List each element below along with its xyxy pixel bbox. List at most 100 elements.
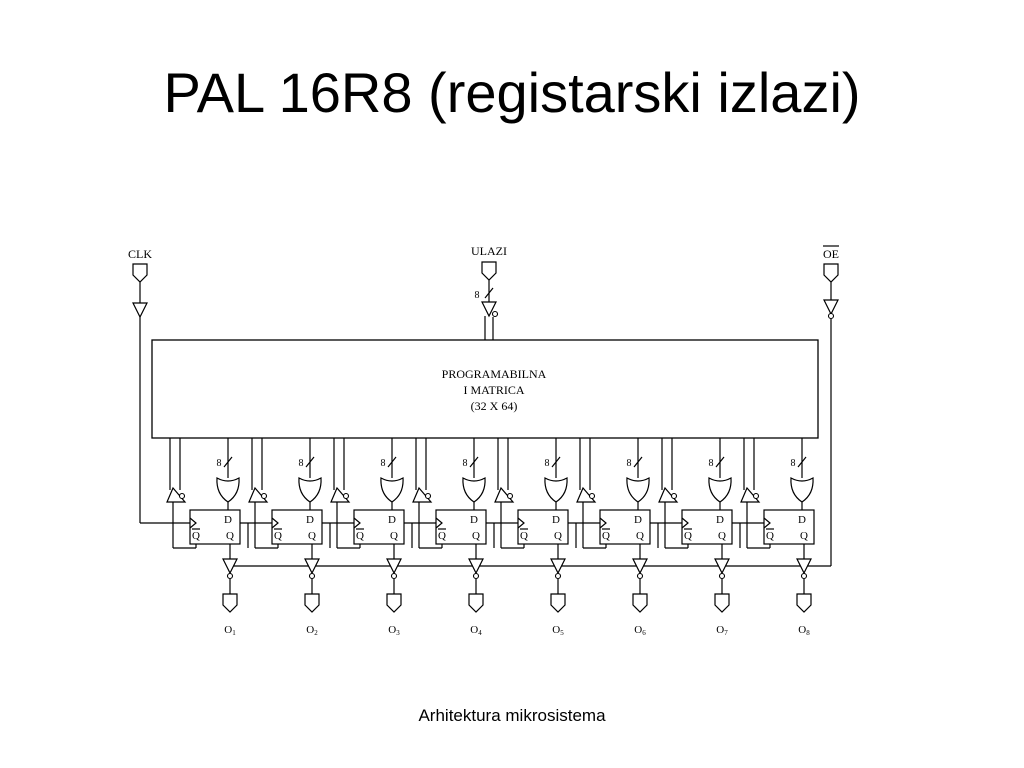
feedback-inverter-bubble xyxy=(506,492,514,500)
ulazi-label: ULAZI xyxy=(471,244,507,258)
output-label-7: O7 xyxy=(716,624,728,637)
output-inverter-bubble xyxy=(636,572,644,580)
or-bus-width-label: 8 xyxy=(381,458,386,469)
clk-label: CLK xyxy=(128,247,152,261)
clock-edge-indicator xyxy=(763,517,771,529)
and-matrix-box xyxy=(151,339,819,439)
or-gate xyxy=(462,477,486,503)
output-pin xyxy=(468,593,484,613)
flipflop-qbar-label: Q xyxy=(766,530,774,542)
d-flipflop xyxy=(189,509,241,545)
output-inverter-bubble xyxy=(390,572,398,580)
flipflop-d-label: D xyxy=(716,514,724,526)
feedback-inverter-bubble xyxy=(752,492,760,500)
output-label-1: O1 xyxy=(224,624,236,637)
flipflop-qbar-label: Q xyxy=(684,530,692,542)
output-pin xyxy=(550,593,566,613)
output-tristate-buffer xyxy=(714,558,730,575)
feedback-inverter-bubble xyxy=(588,492,596,500)
output-pin xyxy=(796,593,812,613)
output-tristate-buffer xyxy=(468,558,484,575)
flipflop-d-label: D xyxy=(224,514,232,526)
flipflop-d-label: D xyxy=(306,514,314,526)
slide-title: PAL 16R8 (registarski izlazi) xyxy=(163,61,861,124)
clk-pin xyxy=(132,263,148,283)
output-tristate-buffer xyxy=(550,558,566,575)
or-gate xyxy=(216,477,240,503)
bus-slash xyxy=(305,456,315,468)
output-label-6: O6 xyxy=(634,624,646,637)
flipflop-d-label: D xyxy=(798,514,806,526)
output-label-4: O4 xyxy=(470,624,482,637)
flipflop-qbar-label: Q xyxy=(356,530,364,542)
output-pin xyxy=(714,593,730,613)
output-pin xyxy=(222,593,238,613)
or-bus-width-label: 8 xyxy=(791,458,796,469)
flipflop-qbar-label: Q xyxy=(602,530,610,542)
output-pin xyxy=(304,593,320,613)
matrix-label-line2: I MATRICA xyxy=(463,383,524,397)
flipflop-qbar-label: Q xyxy=(192,530,200,542)
d-flipflop xyxy=(517,509,569,545)
flipflop-d-label: D xyxy=(552,514,560,526)
or-bus-width-label: 8 xyxy=(463,458,468,469)
flipflop-qbar-label: Q xyxy=(274,530,282,542)
flipflop-q-label: Q xyxy=(800,530,808,542)
output-label-3: O3 xyxy=(388,624,400,637)
output-tristate-buffer xyxy=(796,558,812,575)
output-tristate-buffer xyxy=(386,558,402,575)
oe-pin xyxy=(823,263,839,283)
d-flipflop xyxy=(681,509,733,545)
or-bus-width-label: 8 xyxy=(709,458,714,469)
flipflop-qbar-label: Q xyxy=(520,530,528,542)
output-inverter-bubble xyxy=(718,572,726,580)
ulazi-buffer-inverter-bubble xyxy=(491,310,499,318)
ulazi-buffer xyxy=(481,301,497,318)
or-gate xyxy=(380,477,404,503)
output-inverter-bubble xyxy=(226,572,234,580)
flipflop-q-label: Q xyxy=(554,530,562,542)
feedback-inverter-bubble xyxy=(178,492,186,500)
feedback-inverter-bubble xyxy=(670,492,678,500)
output-tristate-buffer xyxy=(304,558,320,575)
bus-slash xyxy=(551,456,561,468)
bus-slash xyxy=(223,456,233,468)
output-tristate-buffer xyxy=(222,558,238,575)
flipflop-d-label: D xyxy=(388,514,396,526)
or-gate xyxy=(708,477,732,503)
or-gate xyxy=(298,477,322,503)
or-bus-width-label: 8 xyxy=(545,458,550,469)
matrix-label-line1: PROGRAMABILNA xyxy=(442,367,547,381)
input-bus-width-label: 8 xyxy=(475,290,480,301)
d-flipflop xyxy=(763,509,815,545)
d-flipflop xyxy=(599,509,651,545)
output-label-2: O2 xyxy=(306,624,318,637)
flipflop-d-label: D xyxy=(634,514,642,526)
clock-edge-indicator xyxy=(435,517,443,529)
feedback-inverter-bubble xyxy=(260,492,268,500)
d-flipflop xyxy=(353,509,405,545)
matrix-label-line3: (32 X 64) xyxy=(471,399,518,413)
output-pin xyxy=(632,593,648,613)
bus-slash xyxy=(469,456,479,468)
clock-edge-indicator xyxy=(599,517,607,529)
oe-buffer xyxy=(823,299,839,316)
or-gate xyxy=(626,477,650,503)
feedback-inverter-bubble xyxy=(342,492,350,500)
bus-slash xyxy=(797,456,807,468)
feedback-inverter-bubble xyxy=(424,492,432,500)
or-bus-width-label: 8 xyxy=(299,458,304,469)
or-bus-width-label: 8 xyxy=(627,458,632,469)
d-flipflop xyxy=(271,509,323,545)
bus-slash xyxy=(715,456,725,468)
flipflop-q-label: Q xyxy=(226,530,234,542)
or-gate xyxy=(790,477,814,503)
